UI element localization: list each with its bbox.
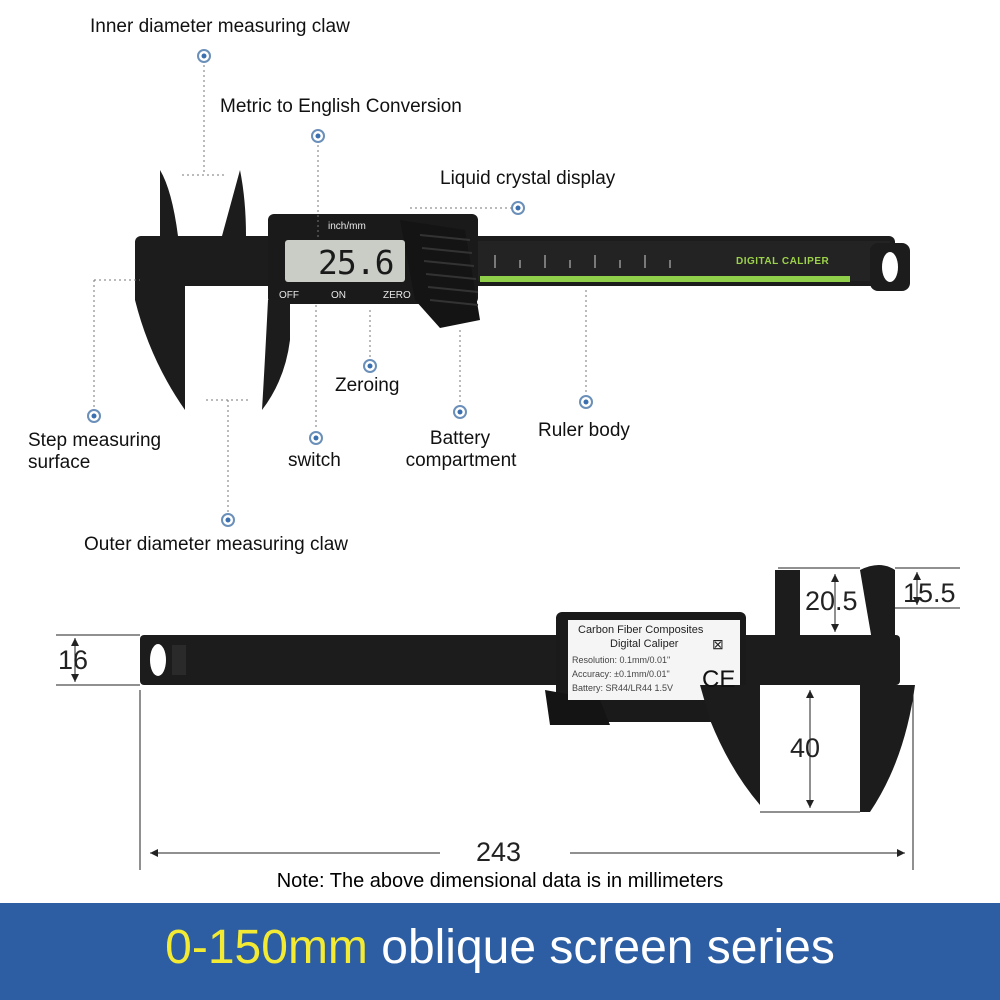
- dim-outer-jaw: 40: [790, 733, 821, 763]
- series-banner-text: 0-150mm oblique screen series: [0, 918, 1000, 978]
- dim-height: 16: [58, 645, 89, 675]
- dim-tip: 15.5: [903, 578, 956, 608]
- on-label: ON: [331, 290, 346, 301]
- label-metric-english: Metric to English Conversion: [220, 96, 462, 117]
- label-inner-claw: Inner diameter measuring claw: [90, 16, 350, 37]
- zero-label: ZERO: [383, 290, 411, 301]
- caliper-top-illustration: [87, 49, 910, 527]
- recycle-bin-icon: ⊠: [712, 636, 724, 652]
- label-battery-line2: compartment: [405, 450, 517, 471]
- spec-title2: Digital Caliper: [610, 638, 679, 650]
- banner-range: 0-150mm: [165, 921, 368, 974]
- spec-accuracy: Accuracy: ±0.1mm/0.01": [572, 669, 670, 679]
- spec-resolution: Resolution: 0.1mm/0.01": [572, 655, 671, 665]
- series-banner: [0, 903, 1000, 1000]
- label-ruler-body: Ruler body: [538, 420, 630, 441]
- spec-title1: Carbon Fiber Composites: [578, 624, 704, 636]
- off-label: OFF: [279, 290, 299, 301]
- dim-length: 243: [476, 837, 522, 867]
- banner-series: oblique screen series: [367, 921, 835, 974]
- unit-button-label: inch/mm: [328, 221, 366, 232]
- label-outer-claw: Outer diameter measuring claw: [84, 534, 348, 555]
- label-zeroing: Zeroing: [335, 375, 400, 396]
- units-note: Note: The above dimensional data is in m…: [276, 870, 724, 892]
- label-step-line2: surface: [28, 452, 91, 473]
- label-switch: switch: [288, 450, 341, 471]
- label-battery-line1: Battery: [429, 428, 491, 449]
- label-step-line1: Step measuring: [28, 430, 162, 451]
- spec-battery: Battery: SR44/LR44 1.5V: [572, 683, 674, 693]
- lcd-reading: 25.6: [318, 243, 394, 282]
- ce-mark: CE: [702, 666, 736, 693]
- caliper-dimension-drawing: [56, 565, 960, 870]
- dim-inner-jaw: 20.5: [805, 586, 858, 616]
- ruler-text: DIGITAL CALIPER: [736, 256, 830, 267]
- label-lcd: Liquid crystal display: [440, 168, 616, 189]
